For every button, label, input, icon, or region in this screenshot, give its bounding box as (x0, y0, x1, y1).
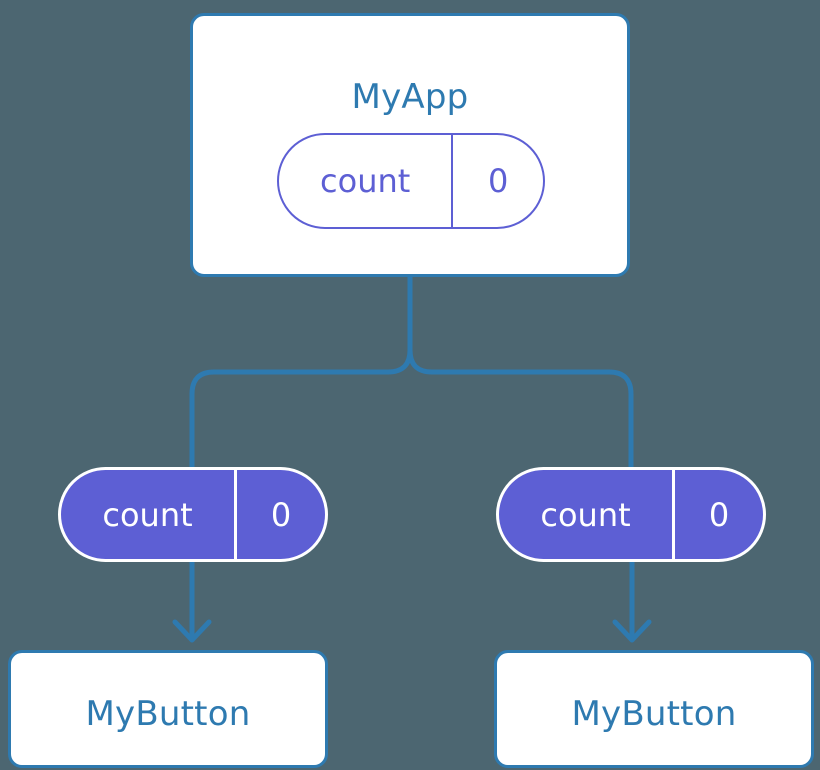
state-pill-right[interactable]: count 0 (496, 467, 766, 562)
state-pill-myapp-value: 0 (451, 135, 543, 227)
state-pill-myapp-key: count (320, 162, 411, 200)
state-pill-left-key: count (102, 495, 193, 534)
state-pill-myapp[interactable]: count 0 (277, 133, 545, 229)
state-pill-right-value: 0 (672, 470, 763, 559)
branch-split-right (407, 349, 634, 467)
branch-split-left (189, 349, 413, 467)
state-pill-right-key: count (540, 495, 631, 534)
left-state-to-left-button-arrowhead (172, 619, 212, 643)
component-label-mybutton-left: MyButton (85, 694, 251, 734)
right-state-to-right-button-arrowhead (612, 619, 652, 643)
component-label-mybutton-right: MyButton (571, 694, 737, 734)
component-label-myapp: MyApp (351, 77, 469, 117)
component-node-mybutton-left[interactable]: MyButton (8, 650, 328, 768)
component-node-mybutton-right[interactable]: MyButton (494, 650, 814, 768)
state-pill-left-value: 0 (234, 470, 325, 559)
state-pill-left[interactable]: count 0 (58, 467, 328, 562)
